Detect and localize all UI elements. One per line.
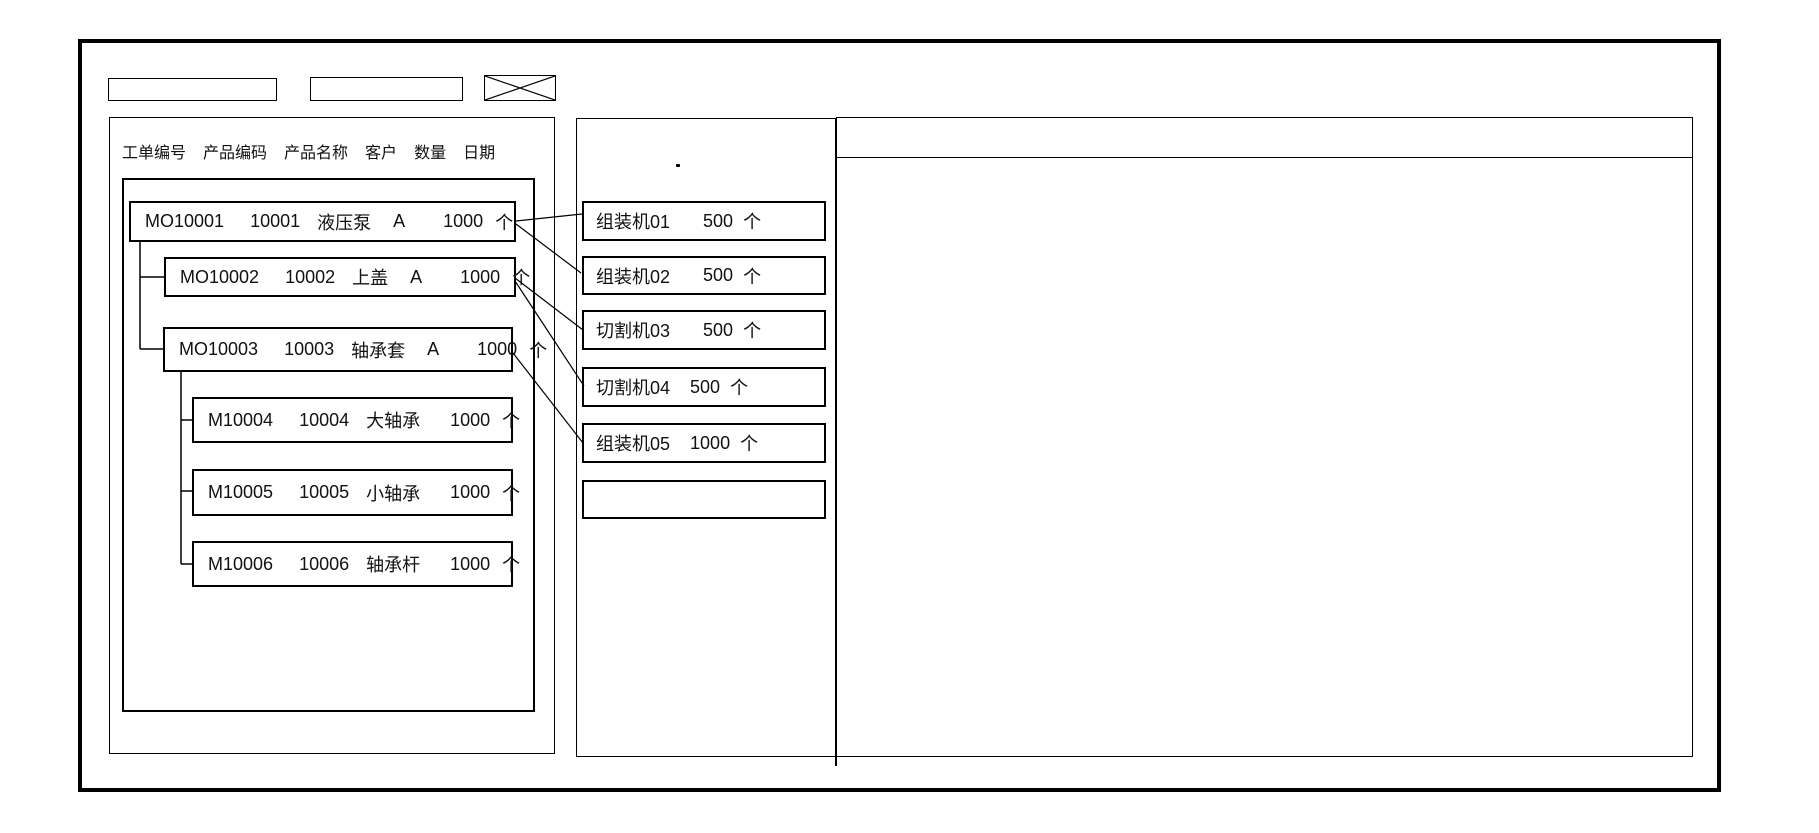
window-frame: [78, 39, 1721, 792]
order-id: MO10002: [180, 266, 260, 287]
machine-name: 组装机02: [596, 266, 671, 287]
close-x-icon: [485, 76, 555, 100]
toolbar-field-2[interactable]: [310, 77, 463, 101]
order-id: M10005: [208, 482, 274, 502]
detail-panel: [836, 117, 1693, 757]
order-id: MO10001: [145, 211, 225, 231]
machine-node-empty[interactable]: [582, 480, 826, 519]
product-name: 轴承套: [351, 340, 406, 361]
customer: A: [410, 266, 423, 287]
customer: A: [427, 339, 440, 359]
column-header-row: 工单编号 产品编码 产品名称 客户 数量 日期: [122, 139, 495, 163]
product-code: 10002: [285, 266, 336, 287]
product-code: 10001: [250, 211, 301, 231]
detail-panel-header: [837, 118, 1692, 158]
machine-qty: 500: [690, 376, 721, 397]
order-node-mo10003[interactable]: MO10003 10003 轴承套 A 1000 个: [163, 327, 547, 372]
product-name: 轴承杆: [366, 555, 421, 575]
panel-divider-stub: [835, 757, 837, 766]
order-node-m10006[interactable]: M10006 10006 轴承杆 1000 个: [192, 541, 520, 587]
product-code: 10005: [299, 482, 350, 502]
machine-qty: 1000: [690, 432, 731, 453]
order-id: M10004: [208, 409, 274, 430]
machine-qty: 500: [703, 265, 734, 285]
machine-unit: 个: [743, 266, 762, 287]
machine-node-1[interactable]: 组装机01 500 个: [582, 201, 826, 241]
unit: 个: [495, 212, 514, 233]
quantity: 1000: [450, 409, 491, 430]
product-name: 液压泵: [317, 212, 372, 233]
product-code: 10006: [299, 553, 350, 574]
quantity: 1000: [443, 211, 484, 231]
product-name: 上盖: [352, 268, 389, 288]
unit: 个: [502, 555, 521, 575]
order-id: M10006: [208, 553, 274, 574]
machine-unit: 个: [740, 434, 759, 454]
machine-node-5[interactable]: 组装机05 1000 个: [582, 423, 826, 463]
order-node-m10005[interactable]: M10005 10005 小轴承 1000 个: [192, 469, 520, 516]
customer: A: [393, 211, 406, 231]
product-code: 10004: [299, 409, 350, 430]
machine-node-2[interactable]: 组装机02 500 个: [582, 256, 826, 295]
order-node-mo10001[interactable]: MO10001 10001 液压泵 A 1000 个: [129, 201, 516, 242]
quantity: 1000: [477, 339, 518, 359]
machine-unit: 个: [743, 321, 762, 341]
machine-qty: 500: [703, 210, 734, 231]
order-id: MO10003: [179, 339, 259, 359]
column-header-quantity: 数量: [414, 145, 447, 162]
close-button[interactable]: [484, 75, 556, 101]
machine-name: 切割机03: [596, 321, 671, 341]
product-name: 大轴承: [366, 411, 421, 431]
product-code: 10003: [284, 339, 335, 359]
column-header-prod-name: 产品名称: [284, 145, 349, 162]
dot-mark: [676, 164, 680, 167]
machine-qty: 500: [703, 319, 734, 340]
machine-unit: 个: [730, 378, 749, 398]
order-tree-container: [122, 178, 535, 712]
machine-unit: 个: [743, 212, 762, 232]
machine-node-4[interactable]: 切割机04 500 个: [582, 367, 826, 407]
unit: 个: [502, 483, 521, 504]
column-header-order-no: 工单编号: [122, 145, 187, 162]
machine-name: 切割机04: [596, 378, 671, 398]
unit: 个: [502, 411, 521, 431]
unit: 个: [529, 340, 548, 361]
column-header-date: 日期: [463, 145, 496, 162]
order-node-m10004[interactable]: M10004 10004 大轴承 1000 个: [192, 397, 520, 443]
unit: 个: [512, 268, 531, 288]
quantity: 1000: [450, 482, 491, 502]
column-header-customer: 客户: [365, 145, 398, 162]
machine-name: 组装机05: [596, 434, 671, 454]
machine-name: 组装机01: [596, 212, 671, 232]
machine-node-3[interactable]: 切割机03 500 个: [582, 310, 826, 350]
quantity: 1000: [460, 266, 501, 287]
quantity: 1000: [450, 553, 491, 574]
product-name: 小轴承: [366, 483, 421, 504]
column-header-prod-code: 产品编码: [203, 145, 268, 162]
order-node-mo10002[interactable]: MO10002 10002 上盖 A 1000 个: [164, 257, 530, 297]
toolbar-field-1[interactable]: [108, 78, 277, 101]
